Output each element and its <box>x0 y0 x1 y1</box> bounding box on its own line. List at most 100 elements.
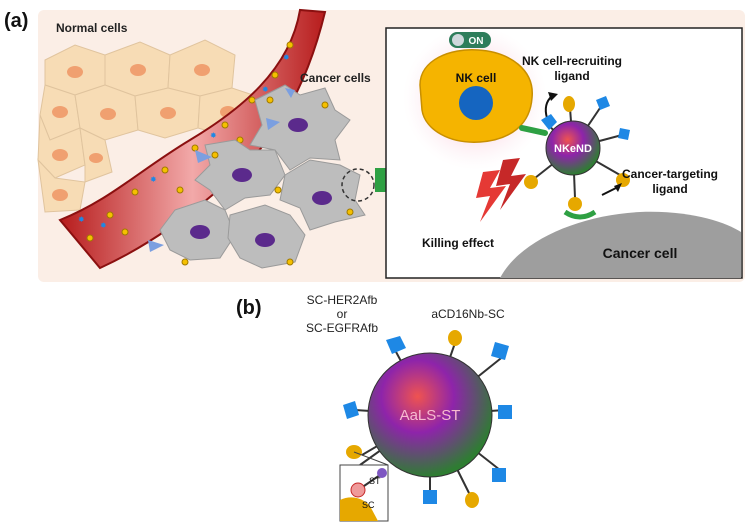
core-label: AaLS-ST <box>400 407 461 424</box>
nanoparticle <box>106 211 114 219</box>
nkend-label: NKeND <box>554 143 592 155</box>
ligand-star-icon: ✸ <box>150 175 157 184</box>
cancer-cells-label: Cancer cells <box>300 71 371 85</box>
normal-cells-label: Normal cells <box>56 21 128 35</box>
inset-st-sc-complex <box>350 482 366 498</box>
normal-nucleus <box>194 64 210 76</box>
arrow-icon <box>148 240 164 252</box>
afb-ligand-yellow <box>448 330 462 346</box>
nanoparticle <box>211 151 219 159</box>
nk-cell-label: NK cell <box>456 71 497 85</box>
cancer-cell-large <box>500 211 741 278</box>
cancer-ligand-yellow <box>616 173 630 187</box>
arrow-head-icon <box>548 92 558 101</box>
nanoparticle <box>274 186 282 194</box>
cancer-nucleus <box>190 225 210 239</box>
panel-a-tag: (a) <box>4 10 28 32</box>
right-label: aCD16Nb-SC <box>431 307 505 321</box>
ligand-star-icon: ✸ <box>210 131 217 140</box>
nanoparticle <box>286 41 294 49</box>
arrow-icon <box>285 88 295 98</box>
ligand-star-icon: ✸ <box>262 85 269 94</box>
normal-cell <box>37 158 86 213</box>
panel-b-tag: (b) <box>236 297 262 319</box>
inset-st-label: ST <box>369 476 381 486</box>
nb-ligand-blue <box>386 336 406 354</box>
nanoparticle <box>286 258 294 266</box>
lightning-icon <box>496 158 526 210</box>
nanoparticle <box>131 188 139 196</box>
aals-cage <box>367 352 493 478</box>
normal-nucleus <box>52 149 68 161</box>
nanoparticle <box>191 144 199 152</box>
cancer-ligand-yellow <box>524 175 538 189</box>
nanoparticle <box>86 234 94 242</box>
inset-linker <box>363 474 381 487</box>
cancer-nucleus <box>288 118 308 132</box>
nk-ligand-blue <box>541 114 557 130</box>
cancer-nucleus <box>312 191 332 205</box>
inset-sc-label: SC <box>362 500 375 510</box>
nb-ligand-blue <box>343 401 359 419</box>
normal-cells-group <box>37 39 263 213</box>
cancer-ligand-label-line1: Cancer-targeting <box>622 167 718 181</box>
zoom-highlight-circle <box>341 168 375 202</box>
arrow-icon <box>195 150 212 163</box>
cd16-receptor <box>519 125 548 136</box>
ligand-star-icon: ✸ <box>78 215 85 224</box>
inset-cage-fragment <box>377 468 387 478</box>
nb-ligand-blue <box>423 490 437 504</box>
left-label-line3: SC-EGFRAfb <box>306 321 378 335</box>
normal-nucleus <box>100 108 116 120</box>
protein-cage <box>545 120 601 176</box>
cancer-cell-label: Cancer cell <box>603 245 678 261</box>
left-label-line1: SC-HER2Afb <box>307 293 378 307</box>
cancer-nucleus <box>232 168 252 182</box>
normal-nucleus <box>52 106 68 118</box>
normal-nucleus <box>89 153 103 163</box>
on-badge-label: ON <box>469 36 484 47</box>
arrow-icon <box>266 118 280 130</box>
lightning-icon <box>476 170 506 222</box>
nanoparticle <box>271 71 279 79</box>
arrow-head-icon <box>614 183 622 192</box>
toggle-knob-icon <box>452 34 464 46</box>
cancer-cells-group <box>159 84 366 269</box>
pointer-line <box>601 186 619 196</box>
nk-ligand-blue <box>596 96 610 110</box>
nanoparticle <box>181 258 189 266</box>
ligand-star-icon: ✸ <box>283 53 290 62</box>
nanoparticle <box>248 96 256 104</box>
cancer-ligand-yellow <box>568 197 582 211</box>
normal-nucleus <box>67 66 83 78</box>
nb-ligand-blue <box>492 468 506 482</box>
killing-effect-label: Killing effect <box>422 236 494 250</box>
cancer-ligand-yellow <box>563 96 575 112</box>
nanoparticle <box>266 96 274 104</box>
inset-afb-ligand <box>340 497 378 521</box>
nk-ligand-blue <box>618 128 630 140</box>
vessel-particles: ✸ ✸ ✸ ✸ ✸ ✸ <box>78 41 294 242</box>
nanoparticle <box>346 208 354 216</box>
nanoparticle <box>176 186 184 194</box>
nanoparticle <box>121 228 129 236</box>
nb-ligand-blue <box>491 342 509 360</box>
cancer-nucleus <box>255 233 275 247</box>
afb-ligand-yellow <box>465 492 479 508</box>
aals-particle <box>343 330 512 508</box>
ligand-star-icon: ✸ <box>100 221 107 230</box>
inset-pointer-line <box>353 451 389 466</box>
nanoparticle <box>321 101 329 109</box>
nanoparticle <box>161 166 169 174</box>
cancer-ligand-label-line2: ligand <box>652 182 687 196</box>
left-label-line2: or <box>337 307 348 321</box>
normal-nucleus <box>160 107 176 119</box>
cancer-receptor <box>563 209 597 220</box>
normal-nucleus <box>52 189 68 201</box>
nk-ligand-label-line2: ligand <box>554 69 589 83</box>
nk-nucleus <box>459 86 493 120</box>
nb-ligand-blue <box>498 405 512 419</box>
normal-nucleus <box>130 64 146 76</box>
nk-ligand-label-line1: NK cell-recruiting <box>522 54 622 68</box>
